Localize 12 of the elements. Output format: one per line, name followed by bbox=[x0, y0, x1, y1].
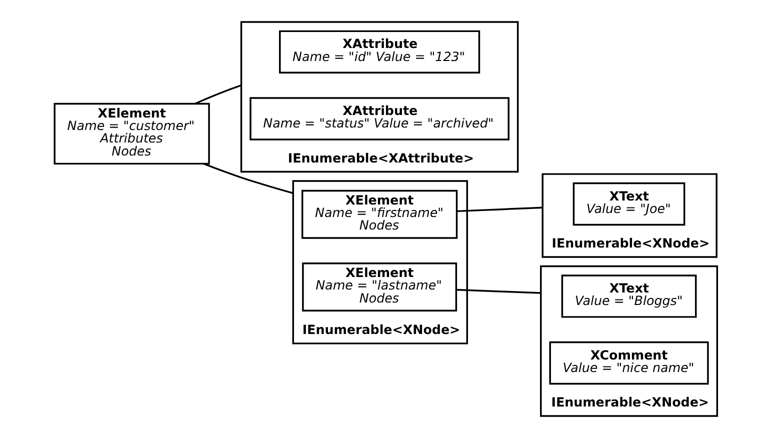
node-box: XText Value = "Bloggs" bbox=[560, 274, 696, 318]
connector bbox=[194, 84, 242, 104]
node-box: XComment Value = "nice name" bbox=[548, 341, 708, 385]
connector bbox=[456, 288, 540, 294]
node-box: XElement Name = "firstname" Nodes bbox=[300, 190, 458, 239]
node-box: XAttribute Name = "id" Value = "123" bbox=[278, 30, 480, 74]
node-box: XAttribute Name = "status" Value = "archived" bbox=[249, 97, 509, 140]
connector bbox=[202, 162, 293, 194]
node-box: XElement Name = "lastname" Nodes bbox=[302, 262, 457, 312]
node-box: XElement Name = "customer" Attributes Nodes bbox=[53, 102, 210, 165]
connector bbox=[456, 206, 542, 212]
node-box: XText Value = "Joe" bbox=[572, 182, 685, 226]
